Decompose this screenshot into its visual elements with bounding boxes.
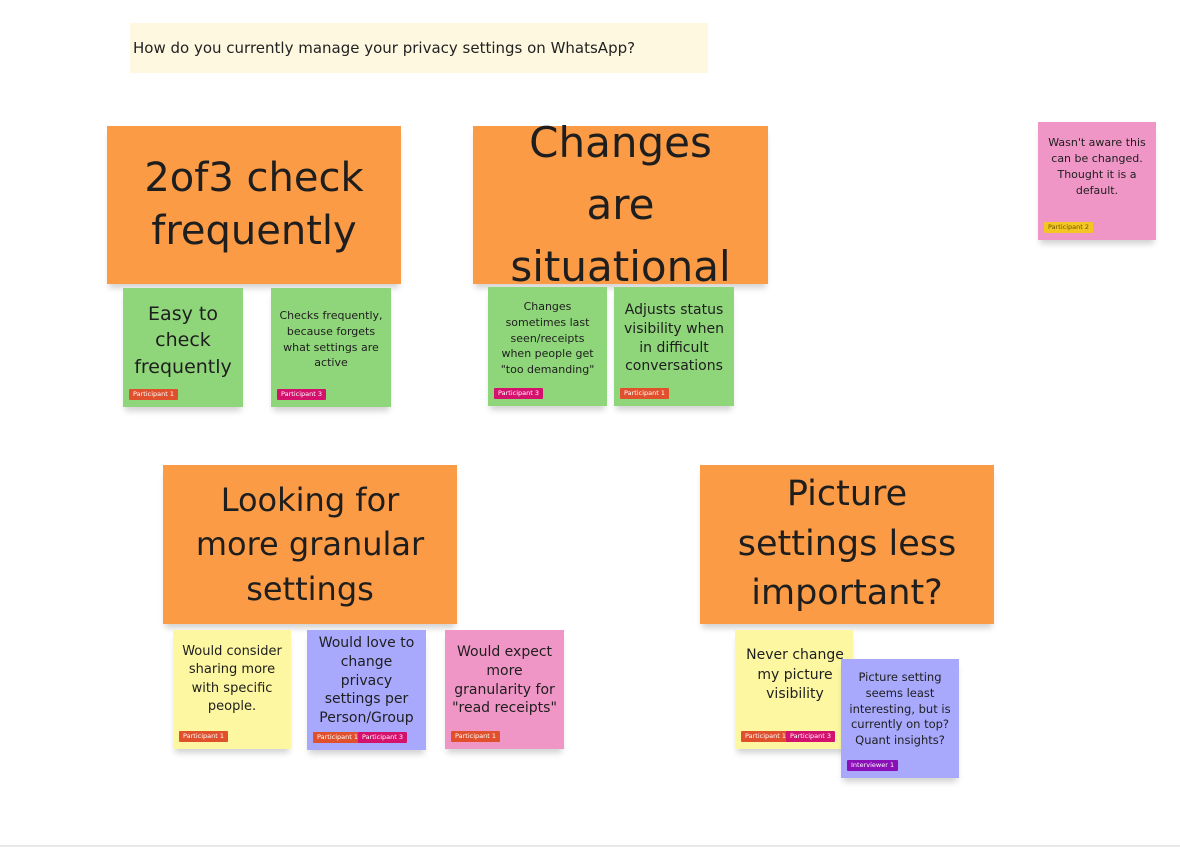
research-question-card[interactable]: How do you currently manage your privacy… [130,23,708,73]
sticky-note-adjusts-status[interactable]: Adjusts status visibility when in diffic… [614,287,734,406]
participant-tag: Participant 3 [277,389,326,400]
participant-tag: Participant 1 [179,731,228,742]
header-note-changes-situational[interactable]: Changes are situational [473,118,768,291]
sticky-note-checks-frequently[interactable]: Checks frequently, because forgets what … [271,288,391,407]
sticky-note-text: Would consider sharing more with specifi… [182,644,282,714]
participant-tag: Participant 1 [620,388,669,399]
header-note-text: Looking for more granular settings [195,481,425,608]
header-note-granular-settings[interactable]: Looking for more granular settings [163,465,457,624]
participant-tag: Participant 1 [451,731,500,742]
participant-tag: Participant 1 [313,732,362,743]
header-note-text: Changes are situational [510,117,731,292]
participant-tag: Participant 1 [129,389,178,400]
sticky-note-wasnt-aware[interactable]: Wasn't aware this can be changed. Though… [1038,122,1156,240]
sticky-note-text: Would expect more granularity for "read … [452,643,557,717]
interviewer-tag: Interviewer 1 [847,760,899,771]
header-note-text: Picture settings less important? [737,473,957,614]
header-note-text: 2of3 check frequently [144,154,364,254]
sticky-note-easy-to-check[interactable]: Easy to check frequently Participant 1 [123,288,243,407]
participant-tag: Participant 3 [786,731,835,742]
participant-tag: Participant 1 [741,731,790,742]
sticky-note-text: Easy to check frequently [134,302,232,378]
sticky-note-never-change[interactable]: Never change my picture visibility Parti… [735,630,853,749]
sticky-note-picture-setting-least[interactable]: Picture setting seems least interesting,… [841,659,959,778]
sticky-note-changes-sometimes[interactable]: Changes sometimes last seen/receipts whe… [488,287,607,406]
header-note-picture-settings[interactable]: Picture settings less important? [700,465,994,624]
sticky-note-would-expect[interactable]: Would expect more granularity for "read … [445,630,564,749]
sticky-note-would-consider[interactable]: Would consider sharing more with specifi… [173,630,291,749]
sticky-note-would-love[interactable]: Would love to change privacy settings pe… [307,630,426,750]
sticky-note-text: Checks frequently, because forgets what … [279,308,383,370]
participant-tag: Participant 2 [1044,222,1093,233]
sticky-note-text: Never change my picture visibility [746,647,844,703]
participant-tag: Participant 3 [358,732,407,743]
sticky-note-text: Picture setting seems least interesting,… [849,669,951,748]
sticky-note-text: Would love to change privacy settings pe… [318,634,415,727]
canvas-bottom-divider [0,845,1180,847]
research-question-text: How do you currently manage your privacy… [133,39,636,57]
sticky-note-text: Wasn't aware this can be changed. Though… [1048,136,1146,197]
sticky-note-text: Adjusts status visibility when in diffic… [624,301,724,375]
header-note-check-frequently[interactable]: 2of3 check frequently [107,126,401,284]
sticky-note-text: Changes sometimes last seen/receipts whe… [500,299,595,377]
participant-tag: Participant 3 [494,388,543,399]
